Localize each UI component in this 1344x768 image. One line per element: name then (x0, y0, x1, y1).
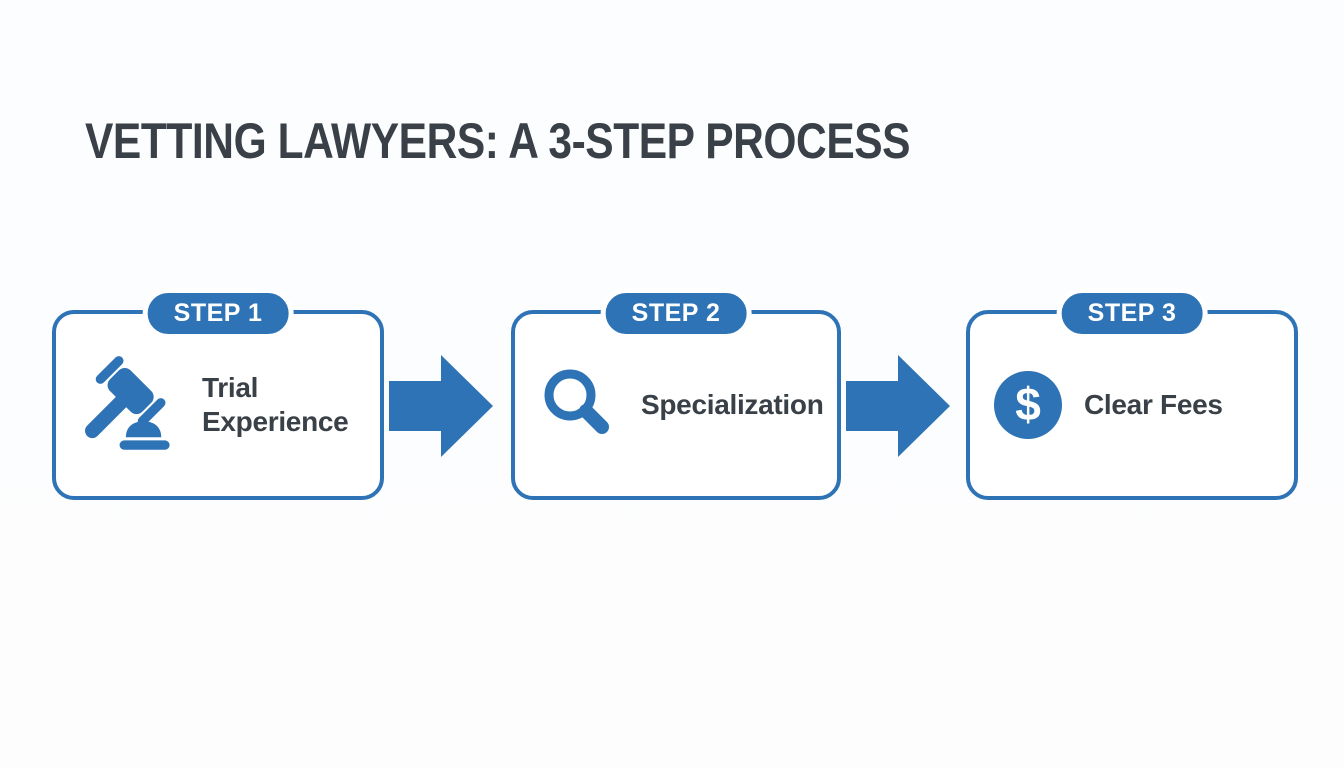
page-title: VETTING LAWYERS: A 3-STEP PROCESS (85, 113, 911, 169)
arrow-right-icon (846, 355, 950, 457)
step-2-badge: STEP 2 (600, 288, 752, 339)
step-3-box: STEP 3 $ Clear Fees (966, 288, 1298, 500)
step-3-badge: STEP 3 (1056, 288, 1208, 339)
step-1-label: Trial Experience (202, 372, 349, 437)
gavel-icon (80, 355, 180, 455)
dollar-symbol: $ (994, 371, 1062, 439)
step-1-badge: STEP 1 (142, 288, 294, 339)
step-1-box: STEP 1 Trial Experience (52, 288, 384, 500)
step-2-box: STEP 2 Specialization (511, 288, 841, 500)
arrow-right-icon (389, 355, 493, 457)
step-3-label: Clear Fees (1084, 389, 1223, 420)
magnifier-icon (539, 365, 619, 445)
dollar-icon: $ (994, 371, 1062, 439)
step-2-label: Specialization (641, 389, 824, 420)
